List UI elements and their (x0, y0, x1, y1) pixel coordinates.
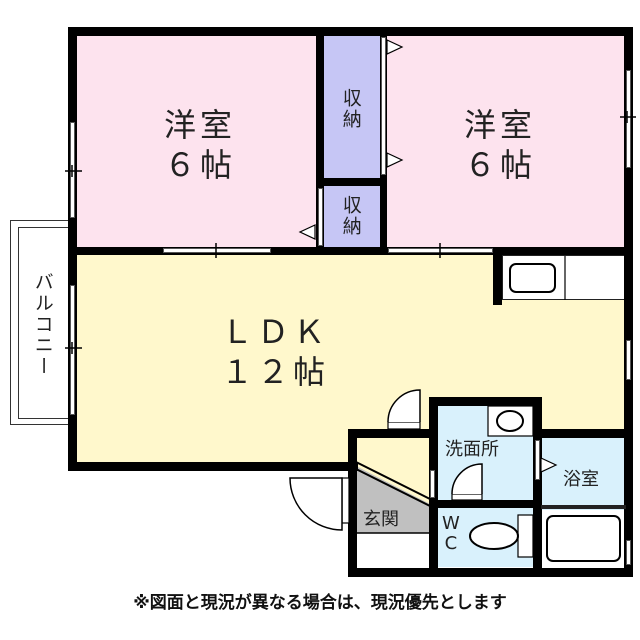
entrance-step (356, 533, 432, 567)
western-room-left (76, 35, 320, 247)
toilet-w: W (442, 513, 460, 534)
door-washroom-slide (430, 470, 435, 498)
room-left-size: ６帖 (163, 146, 236, 184)
room-left-name: 洋室 (163, 106, 236, 144)
washroom-label: 洗面所 (445, 439, 499, 460)
window-bath (626, 540, 631, 565)
balcony-label: バルコニー (31, 272, 54, 377)
door-storage-lower (318, 188, 323, 246)
door-left-room-slide (163, 248, 271, 253)
outer-wall-bottom (348, 568, 632, 577)
wall-rooms-ldk (68, 247, 632, 255)
wc-wall-top (429, 500, 541, 508)
window-ldk-right (626, 340, 631, 380)
room-right-size: ６帖 (463, 146, 536, 184)
room-right-label: 洋室 ６帖 (410, 105, 590, 185)
entrance-wall-left (348, 429, 357, 577)
bath-divider (541, 505, 626, 509)
wall-storage-left (316, 27, 324, 255)
ldk-label: ＬＤＫ １２帖 (185, 312, 365, 392)
entrance-label: 玄関 (363, 509, 399, 530)
ldk-name: ＬＤＫ (220, 313, 329, 351)
storage-upper (324, 35, 380, 178)
storage-upper-label: 収納 (339, 88, 362, 130)
storage-lower (324, 186, 380, 248)
disclaimer-note: ※図面と現況が異なる場合は、現況優先とします (133, 593, 507, 613)
kitchen-wall (493, 255, 502, 305)
entrance-wall-top (348, 429, 438, 438)
washroom-wall-right (533, 397, 542, 577)
toilet-label: W C (442, 514, 460, 554)
outer-wall-right (624, 27, 633, 577)
ldk-wall-bottom (68, 462, 358, 471)
western-room-right (386, 35, 626, 247)
door-bath-slide (535, 440, 540, 480)
bathroom-label: 浴室 (563, 469, 599, 490)
room-left-label: 洋室 ６帖 (110, 105, 290, 185)
toilet-c: C (444, 532, 458, 554)
washroom-wall-top (429, 397, 541, 406)
storage-lower-label: 収納 (339, 195, 362, 237)
room-right-name: 洋室 (463, 106, 536, 144)
bath-wall-top (533, 429, 632, 438)
ldk-size: １２帖 (220, 353, 329, 391)
wall-storage-divider (316, 178, 386, 186)
outer-wall-top (68, 27, 632, 36)
door-storage-upper (381, 37, 386, 175)
balcony-inner (18, 227, 70, 419)
